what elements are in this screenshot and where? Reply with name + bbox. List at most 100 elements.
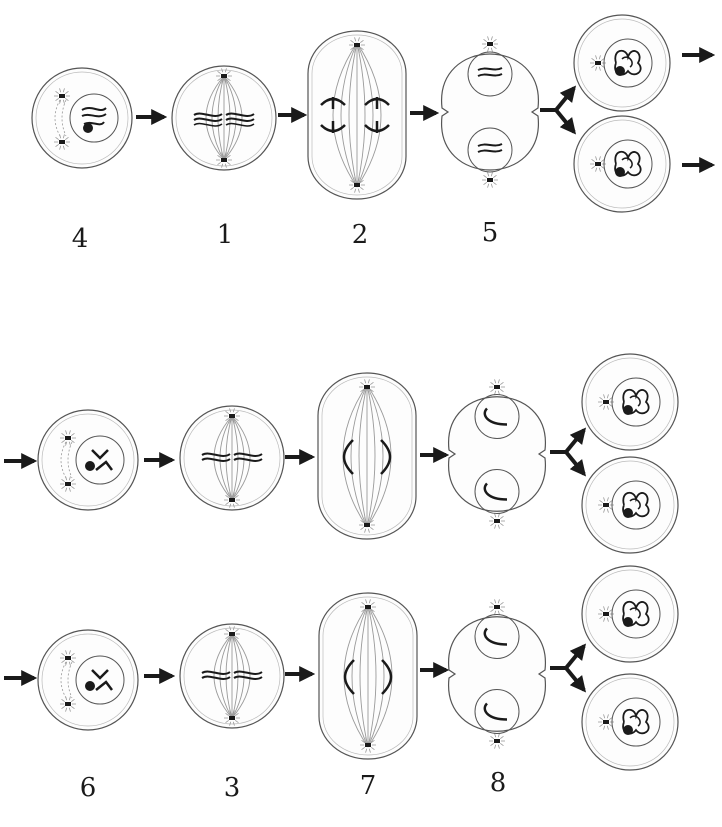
chromatin bbox=[483, 407, 508, 426]
nucleus bbox=[611, 377, 661, 427]
cell-stage-5 bbox=[441, 36, 539, 188]
centriole-icon bbox=[229, 632, 235, 636]
chromatin bbox=[483, 627, 508, 646]
chromatin bbox=[477, 143, 503, 153]
chromatin bbox=[614, 150, 642, 177]
centriole-icon bbox=[65, 656, 71, 660]
cell-stage-3a bbox=[179, 405, 285, 511]
daughter-cell-6 bbox=[581, 673, 679, 771]
centriole-icon bbox=[494, 605, 500, 609]
chromosome bbox=[342, 439, 354, 475]
chromosome bbox=[193, 112, 223, 117]
fork-arrow-icon bbox=[550, 643, 587, 693]
cell-membrane bbox=[448, 616, 546, 732]
cell-membrane bbox=[581, 673, 679, 771]
nucleus bbox=[69, 93, 119, 143]
centriole-icon bbox=[229, 716, 235, 720]
chromosome bbox=[225, 122, 255, 127]
centriole-icon bbox=[487, 178, 493, 182]
nucleus bbox=[474, 469, 520, 514]
centriole-icon bbox=[494, 739, 500, 743]
nucleolus bbox=[623, 617, 633, 627]
chromatin bbox=[622, 491, 650, 518]
centriole-icon bbox=[603, 612, 609, 616]
cell-stage-7a bbox=[317, 372, 417, 540]
chromosome bbox=[380, 439, 392, 475]
arrows-layer bbox=[4, 47, 716, 693]
fork-arrow-icon bbox=[550, 427, 587, 477]
nucleolus bbox=[623, 725, 633, 735]
cells-layer bbox=[31, 14, 679, 771]
nucleus bbox=[474, 689, 520, 734]
centriole-icon bbox=[603, 720, 609, 724]
daughter-cell-1 bbox=[573, 14, 671, 112]
nucleus bbox=[75, 655, 125, 705]
nucleolus bbox=[615, 66, 625, 76]
centriole-icon bbox=[221, 74, 227, 78]
nucleolus bbox=[85, 461, 95, 471]
cell-membrane bbox=[581, 456, 679, 554]
centriole-icon bbox=[365, 605, 371, 609]
chromosome bbox=[233, 675, 263, 680]
centriole-icon bbox=[595, 61, 601, 65]
chromosome bbox=[381, 659, 393, 695]
centriole-icon bbox=[65, 436, 71, 440]
chromosome bbox=[201, 452, 231, 457]
chromosome bbox=[233, 670, 263, 675]
centriole-icon bbox=[65, 482, 71, 486]
centriole-icon bbox=[221, 158, 227, 162]
chromatin bbox=[622, 708, 650, 735]
centriole-icon bbox=[65, 702, 71, 706]
chromosome bbox=[193, 122, 223, 127]
centriole-icon bbox=[364, 523, 370, 527]
centriole-icon bbox=[487, 42, 493, 46]
centriole-icon bbox=[229, 414, 235, 418]
nucleolus bbox=[623, 508, 633, 518]
centriole-icon bbox=[59, 94, 65, 98]
cell-membrane bbox=[37, 629, 139, 731]
cell-stage-2 bbox=[307, 30, 407, 200]
centriole-icon bbox=[354, 43, 360, 47]
chromatin bbox=[85, 669, 113, 691]
daughter-cell-5 bbox=[581, 565, 679, 663]
nucleus bbox=[611, 697, 661, 747]
nucleus bbox=[603, 38, 653, 88]
centriole-icon bbox=[354, 183, 360, 187]
daughter-cell-4 bbox=[581, 456, 679, 554]
chromatin bbox=[483, 702, 508, 721]
cell-stage-3b bbox=[179, 623, 285, 729]
chromosome bbox=[343, 659, 355, 695]
nucleus bbox=[474, 614, 520, 659]
cell-stage-6a bbox=[37, 409, 139, 511]
centriole-icon bbox=[603, 400, 609, 404]
cell-stage-6b bbox=[37, 629, 139, 731]
centriole-icon bbox=[494, 385, 500, 389]
nucleolus bbox=[623, 405, 633, 415]
cell-membrane bbox=[581, 353, 679, 451]
chromatin bbox=[85, 449, 113, 471]
chromosome bbox=[201, 457, 231, 462]
cell-membrane bbox=[448, 396, 546, 512]
nucleus bbox=[611, 480, 661, 530]
fork-arrow-icon bbox=[540, 85, 577, 135]
chromatin bbox=[614, 49, 642, 76]
centriole-icon bbox=[59, 140, 65, 144]
chromosome bbox=[225, 117, 255, 122]
nucleus bbox=[467, 127, 513, 173]
chromosome bbox=[225, 112, 255, 117]
centriole-icon bbox=[494, 519, 500, 523]
nucleus bbox=[474, 394, 520, 439]
chromatin bbox=[81, 107, 107, 133]
chromosome bbox=[201, 675, 231, 680]
chromatin bbox=[477, 67, 503, 77]
cell-membrane bbox=[581, 565, 679, 663]
chromosome bbox=[233, 457, 263, 462]
nucleolus bbox=[83, 123, 93, 133]
cell-membrane bbox=[37, 409, 139, 511]
chromatin bbox=[622, 600, 650, 627]
cell-stage-8a bbox=[448, 379, 546, 529]
nucleolus bbox=[85, 681, 95, 691]
centriole-icon bbox=[603, 503, 609, 507]
chromosome bbox=[233, 452, 263, 457]
